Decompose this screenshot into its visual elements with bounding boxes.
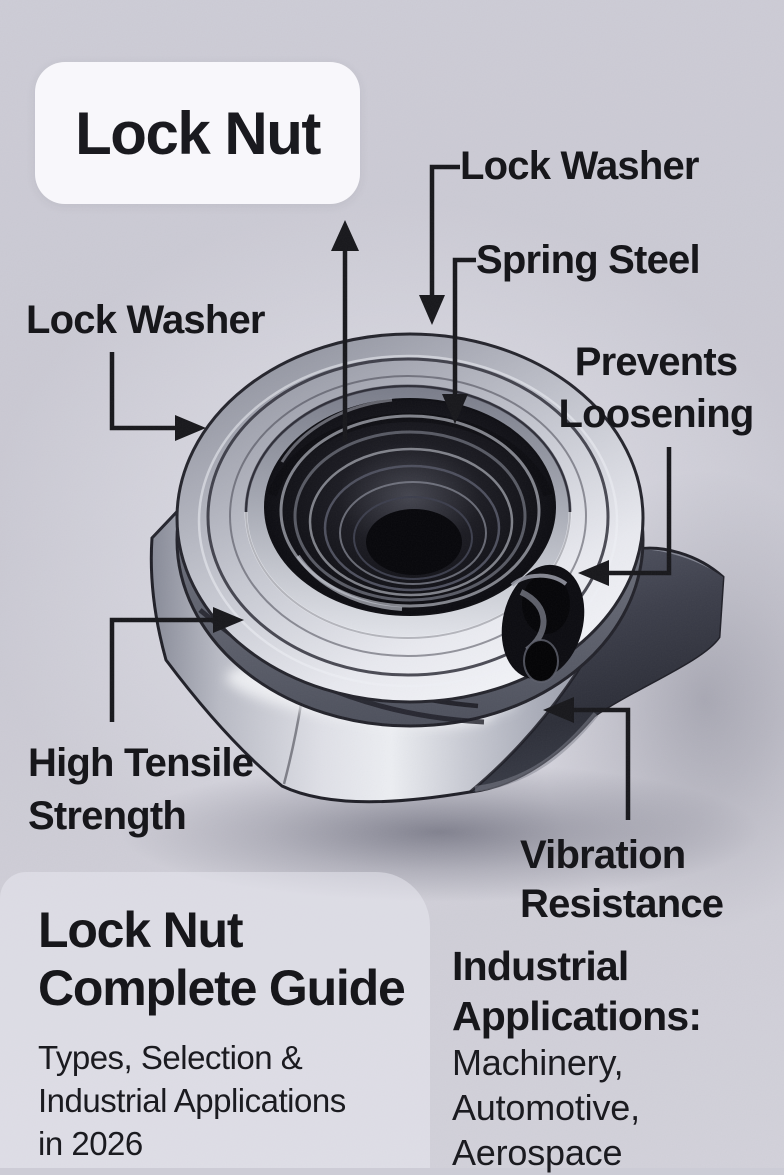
title-badge: Lock Nut xyxy=(35,62,360,204)
applications-heading: Industrial Applications: xyxy=(452,943,702,1039)
callout-lock-washer-top: Lock Washer xyxy=(460,144,699,188)
page-title: Lock Nut xyxy=(75,99,321,167)
footer-subheading: Types, Selection & Industrial Applicatio… xyxy=(38,1039,346,1162)
footer-heading: Lock Nut Complete Guide xyxy=(38,902,406,1016)
callout-lock-washer-left: Lock Washer xyxy=(26,298,265,342)
callout-spring-steel: Spring Steel xyxy=(476,238,701,282)
applications-list: Machinery, Automotive, Aerospace xyxy=(452,1042,640,1173)
callout-prevents-loosening: Prevents Loosening xyxy=(558,340,754,436)
callout-high-tensile-strength: High Tensile Strength xyxy=(28,741,254,838)
callout-vibration-resistance: Vibration Resistance xyxy=(520,833,724,926)
footer-panel xyxy=(0,872,430,1168)
